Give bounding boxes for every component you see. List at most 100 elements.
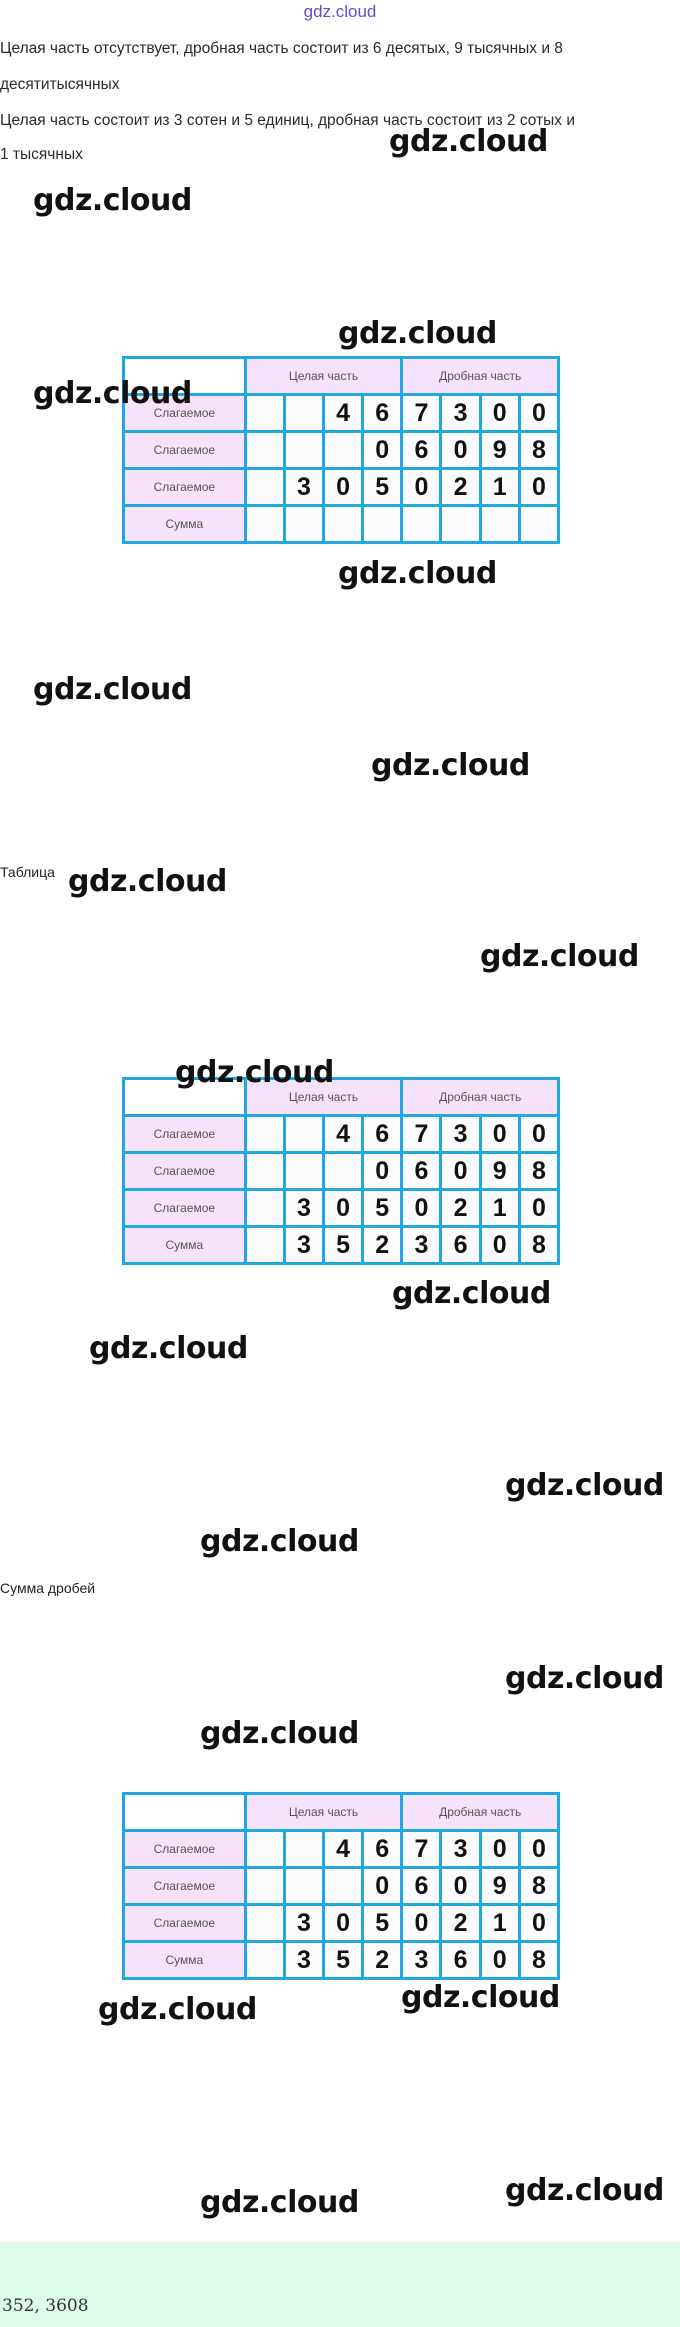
header-whole-part: Целая часть — [243, 356, 404, 396]
digit-cell — [282, 1866, 326, 1906]
digit-cell — [322, 430, 365, 470]
header-corner-cell — [122, 1077, 247, 1117]
digit-cell: 0 — [322, 1903, 365, 1943]
digit-cell — [361, 504, 404, 544]
digit-cell — [478, 504, 521, 544]
digit-cell — [243, 1151, 286, 1191]
digit-cell: 0 — [439, 430, 482, 470]
digit-cell: 3 — [282, 1188, 326, 1228]
digit-cell: 0 — [517, 467, 561, 507]
digit-cell: 6 — [361, 393, 404, 433]
digit-cell: 0 — [400, 1903, 443, 1943]
digit-cell: 0 — [361, 430, 404, 470]
digit-cell — [282, 1151, 326, 1191]
row-label: Слагаемое — [122, 430, 247, 470]
digit-cell: 7 — [400, 393, 443, 433]
digit-cell — [243, 393, 286, 433]
digit-cell — [243, 1940, 286, 1980]
watermark: gdz.cloud — [200, 1524, 359, 1559]
table-caption: Таблица — [0, 864, 55, 880]
watermark: gdz.cloud — [33, 183, 192, 218]
row-label: Слагаемое — [122, 467, 247, 507]
watermark: gdz.cloud — [338, 316, 497, 351]
digit-cell — [243, 430, 286, 470]
table-row: Сумма — [122, 504, 561, 544]
digit-cell: 8 — [517, 430, 561, 470]
digit-cell: 8 — [517, 1151, 561, 1191]
description-line-4: 1 тысячных — [0, 146, 83, 163]
digit-cell — [243, 1866, 286, 1906]
digit-cell — [243, 1188, 286, 1228]
digit-cell: 0 — [478, 1940, 521, 1980]
header-corner-cell — [122, 1792, 247, 1832]
watermark: gdz.cloud — [200, 2185, 359, 2220]
description-line-3: Целая часть состоит из 3 сотен и 5 едини… — [0, 112, 575, 129]
watermark: gdz.cloud — [389, 124, 548, 159]
digit-cell: 6 — [361, 1829, 404, 1869]
row-label: Слагаемое — [122, 1114, 247, 1154]
digit-cell — [322, 504, 365, 544]
digit-cell: 0 — [322, 1188, 365, 1228]
digit-cell: 1 — [478, 1188, 521, 1228]
top-watermark: gdz.cloud — [303, 2, 377, 21]
digit-cell: 8 — [517, 1866, 561, 1906]
digit-cell: 3 — [282, 1940, 326, 1980]
digit-cell: 0 — [517, 1903, 561, 1943]
digit-cell: 0 — [478, 393, 521, 433]
digit-cell — [517, 504, 561, 544]
digit-cell: 0 — [439, 1151, 482, 1191]
digit-cell: 7 — [400, 1114, 443, 1154]
description-line-2: десятитысячных — [0, 76, 120, 93]
digit-cell — [322, 1151, 365, 1191]
digit-cell: 8 — [517, 1225, 561, 1265]
digit-cell: 0 — [400, 1188, 443, 1228]
header-whole-part: Целая часть — [243, 1077, 404, 1117]
digit-cell: 0 — [517, 393, 561, 433]
digit-cell: 0 — [400, 467, 443, 507]
description-line-1: Целая часть отсутствует, дробная часть с… — [0, 40, 563, 57]
digit-cell — [282, 1829, 326, 1869]
digit-cell: 0 — [478, 1829, 521, 1869]
watermark: gdz.cloud — [175, 1055, 334, 1090]
digit-cell: 7 — [400, 1829, 443, 1869]
row-label: Сумма — [122, 1225, 247, 1265]
digit-cell — [282, 504, 326, 544]
row-label: Слагаемое — [122, 1829, 247, 1869]
digit-cell — [243, 504, 286, 544]
row-label: Слагаемое — [122, 1188, 247, 1228]
watermark: gdz.cloud — [505, 1661, 664, 1696]
watermark: gdz.cloud — [33, 376, 192, 411]
digit-cell: 6 — [400, 1151, 443, 1191]
row-label: Слагаемое — [122, 393, 247, 433]
digit-cell: 1 — [478, 467, 521, 507]
watermark: gdz.cloud — [392, 1276, 551, 1311]
digit-cell: 3 — [282, 1225, 326, 1265]
digit-cell: 5 — [361, 1903, 404, 1943]
digit-cell: 6 — [400, 1866, 443, 1906]
digit-cell: 5 — [361, 467, 404, 507]
digit-cell — [243, 1225, 286, 1265]
digit-cell: 3 — [439, 1114, 482, 1154]
watermark: gdz.cloud — [98, 1992, 257, 2027]
digit-cell: 2 — [361, 1940, 404, 1980]
row-label: Сумма — [122, 1940, 247, 1980]
digit-cell: 5 — [361, 1188, 404, 1228]
row-label: Слагаемое — [122, 1151, 247, 1191]
watermark: gdz.cloud — [401, 1980, 560, 2015]
watermark: gdz.cloud — [505, 1468, 664, 1503]
digit-cell: 0 — [517, 1114, 561, 1154]
digit-cell: 0 — [478, 1114, 521, 1154]
digit-cell: 4 — [322, 393, 365, 433]
